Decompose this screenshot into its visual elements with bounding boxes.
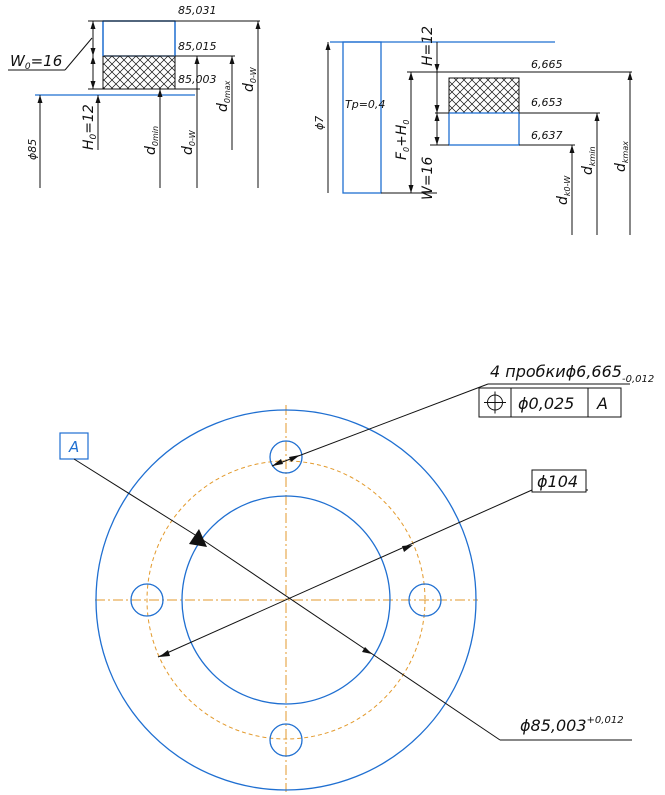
right-tolerance-zone-lower xyxy=(448,112,520,146)
left-dim-85-015: 85,015 xyxy=(178,40,217,53)
h-label: H=12 xyxy=(420,26,436,66)
pcd-frame xyxy=(531,469,587,493)
right-tolerance-zone-upper xyxy=(448,77,520,114)
left-tolerance-scheme: 85,031 85,015 85,003 W0=16 ϕ85 H0=12 d0m… xyxy=(8,4,261,188)
outer-contour xyxy=(95,409,477,791)
hole-bottom xyxy=(269,723,303,757)
w0-label: W0=16 xyxy=(10,52,62,72)
dkmin-label: dkmin xyxy=(580,146,597,175)
tp-label: Tp=0,4 xyxy=(345,98,385,111)
hole-top xyxy=(269,440,303,474)
right-dim-6-637: 6,637 xyxy=(531,129,563,142)
bore-contour xyxy=(181,495,391,705)
w-label: W=16 xyxy=(420,157,436,200)
position-tolerance-frame: ϕ0,025 A xyxy=(478,387,622,418)
right-diam-7: ϕ7 xyxy=(313,116,326,130)
right-tolerance-scheme: 6,665 6,653 6,637 H=12 ϕ7 Tp=0,4 F0+H0 W… xyxy=(313,26,633,235)
hole-right xyxy=(408,583,442,617)
datum-triangle xyxy=(189,529,207,547)
right-dim-6-653: 6,653 xyxy=(531,96,563,109)
d0max-label: d0max xyxy=(215,80,232,112)
d0w-label-2: d0-W xyxy=(241,66,258,92)
position-datum: A xyxy=(596,394,608,413)
dkw-label: dk0-W xyxy=(555,175,572,205)
left-tolerance-zone-lower xyxy=(102,55,176,90)
bore-dimension: ϕ85,003+0,012 xyxy=(520,715,624,735)
h0-label: H0=12 xyxy=(81,104,99,150)
pcd-dimension: ϕ104 xyxy=(537,472,578,491)
left-dim-85-031: 85,031 xyxy=(178,4,217,17)
hole-left xyxy=(130,583,164,617)
left-tolerance-zone-upper xyxy=(102,20,176,57)
position-tolerance-value: ϕ0,025 xyxy=(518,394,574,413)
d0w-label: d0-W xyxy=(180,129,197,155)
f0h0-label: F0+H0 xyxy=(394,119,411,160)
flange-view: ϕ0,025 A 4 пробкиϕ6,665-0,012 A ϕ85,003+… xyxy=(59,362,654,792)
dkmax-label: dkmax xyxy=(613,141,630,172)
right-dim-6-665: 6,665 xyxy=(531,58,563,71)
left-dim-85-003: 85,003 xyxy=(178,73,217,86)
datum-label: A xyxy=(68,438,79,456)
right-plug-zone xyxy=(342,41,382,194)
left-diam-85: ϕ85 xyxy=(26,139,39,160)
position-icon xyxy=(484,391,506,414)
d0min-label: d0min xyxy=(143,126,160,155)
holes-note: 4 пробкиϕ6,665-0,012 xyxy=(490,362,654,385)
